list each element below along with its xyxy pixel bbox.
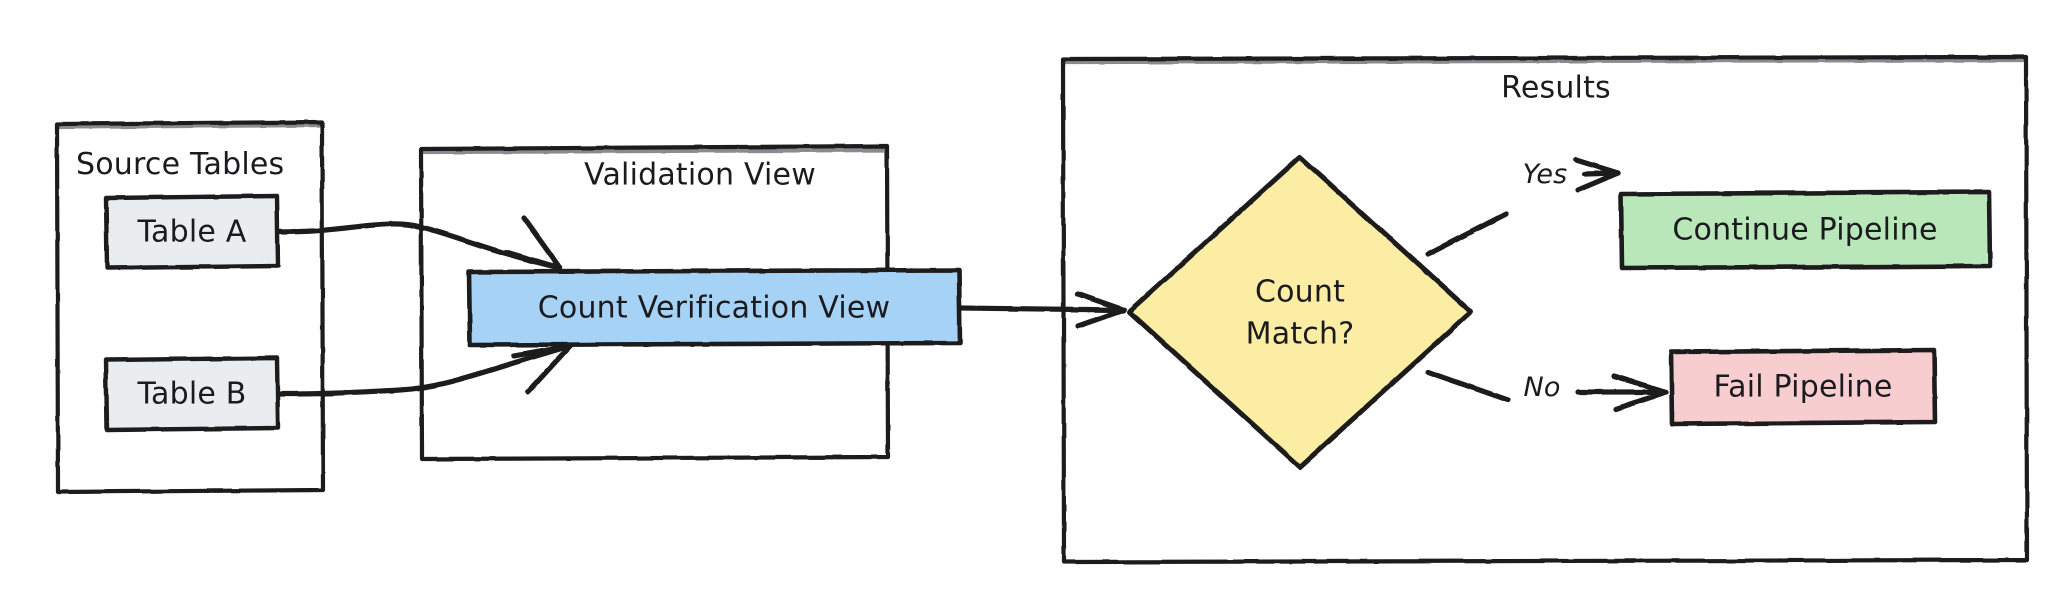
edge-decision-no-head2 — [1613, 389, 1669, 412]
edge-decision-no-head — [1611, 373, 1669, 395]
group-border-validation-view-2 — [421, 147, 889, 155]
edge-table-a-to-view-line — [275, 221, 563, 271]
edge-label-yes: Yes — [1522, 159, 1568, 191]
node-label-count-verification-view[interactable]: Count Verification View — [537, 290, 891, 326]
node-label-table-a[interactable]: Table A — [137, 214, 247, 250]
edge-view-to-decision-head2 — [1075, 307, 1127, 329]
edge-table-b-to-view-head — [511, 343, 573, 359]
edge-table-b-to-view-line — [275, 343, 573, 397]
node-label-table-b[interactable]: Table B — [137, 376, 247, 412]
node-label-count-match-line1[interactable]: Count — [1254, 274, 1346, 310]
group-border-results — [1060, 54, 2030, 565]
node-label-continue-pipeline[interactable]: Continue Pipeline — [1672, 212, 1938, 248]
edge-table-b-to-view-head2 — [525, 343, 573, 395]
group-title-source-tables: Source Tables — [76, 147, 285, 182]
edge-decision-no-line — [1425, 369, 1511, 403]
edge-decision-yes-head — [1573, 157, 1621, 176]
node-count-verification-view — [466, 267, 963, 348]
node-fail-pipeline — [1668, 347, 1938, 427]
edge-decision-yes-head2 — [1575, 170, 1621, 193]
edge-table-a-to-view-head — [503, 249, 563, 271]
node-label-count-match-line2[interactable]: Match? — [1245, 316, 1355, 352]
group-border-results-2 — [1063, 57, 2027, 65]
node-count-match — [1126, 154, 1474, 470]
edge-table-a-to-view-head2 — [521, 215, 563, 271]
group-border-source-tables-2 — [56, 122, 324, 130]
node-continue-pipeline — [1618, 189, 1993, 271]
edge-decision-yes-line — [1425, 211, 1509, 257]
edge-view-to-decision-line — [957, 305, 1127, 313]
edge-view-to-decision-head — [1075, 291, 1127, 313]
group-border-source-tables — [54, 119, 326, 495]
node-label-fail-pipeline[interactable]: Fail Pipeline — [1713, 369, 1893, 405]
group-title-results: Results — [1501, 70, 1611, 106]
node-table-b — [103, 355, 281, 433]
edge-label-no: No — [1523, 372, 1561, 404]
group-title-validation-view: Validation View — [584, 157, 816, 193]
node-table-a — [103, 193, 281, 271]
group-border-validation-view — [418, 143, 891, 462]
